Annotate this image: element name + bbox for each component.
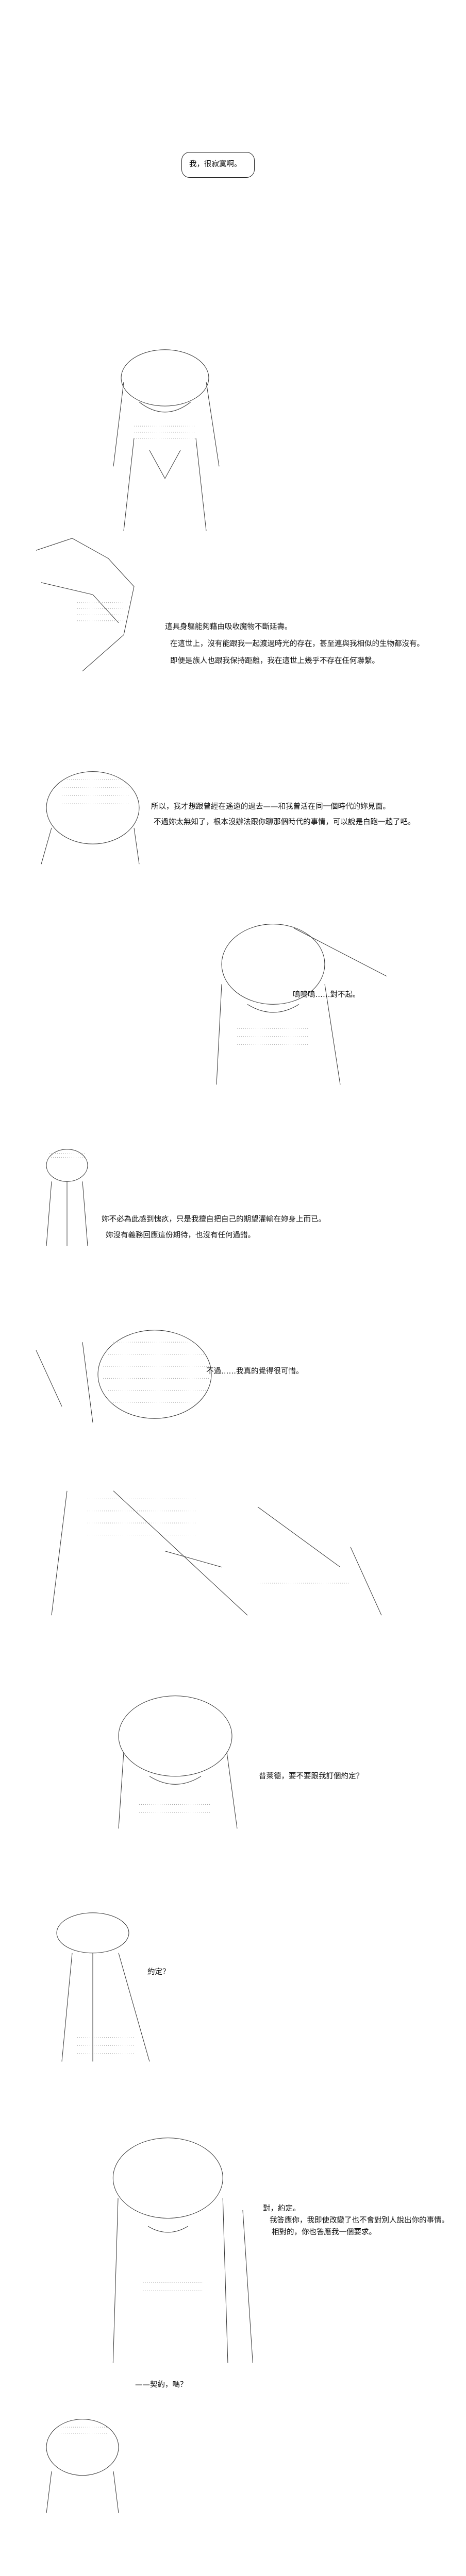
dialogue-line: 我，很寂寞啊。 [189,160,242,168]
narration-line: 在這世上，沒有能跟我一起渡過時光的存在，甚至連與我相似的生物都沒有。 [170,640,424,648]
dialogue-line: 所以，我才想跟曾經在遙遠的過去——和我曾活在同一個時代的妳見面。 [151,803,390,811]
girl-profile-art [31,764,149,868]
narration-line: 即便是族人也跟我保持距離，我在這世上幾乎不存在任何聯繫。 [170,657,379,665]
dialogue-line: 對，約定。 [263,2205,301,2213]
dialogue-line: 不過……我真的覺得很可惜。 [206,1367,304,1376]
large-girl-art [41,1487,392,1619]
girl-figure-art [103,346,232,535]
small-boy-art [31,1145,103,1250]
speech-bubble: 我，很寂寞啊。 [181,152,255,178]
girl-speaking-art [103,2130,258,2371]
narration-line: 這具身軀能夠藉由吸收魔物不斷延壽。 [165,623,292,631]
dialogue-line: 普萊德，要不要跟我訂個約定？ [259,1772,363,1781]
dialogue-line: 我答應你，我即使改變了也不會對別人說出你的事情。 [270,2216,449,2225]
boy-figure-art [31,1909,155,2070]
crying-girl-art [206,916,392,1089]
dialogue-line: 嗚嗚嗚……對不起。 [293,991,360,999]
dialogue-line: 妳不必為此感到愧疚，只是我擅自把自己的期望灌輸在妳身上而已。 [102,1215,326,1224]
hand-figure-art [31,534,155,683]
dialogue-line: ——契約，嗎？ [135,2381,188,2389]
dialogue-line: 妳沒有義務回應這份期待，也沒有任何過錯。 [106,1231,255,1240]
striped-girl-art [31,1326,217,1425]
dialogue-line: 約定？ [147,1968,170,1976]
dialogue-line: 不過妳太無知了，根本沒辦法跟你聊那個時代的事情，可以說是白跑一趟了吧。 [154,818,415,826]
boy-closeup-art [31,2411,134,2513]
dialogue-line: 相對的，你也答應我一個要求。 [272,2228,376,2236]
girl-asking-art [103,1688,258,1833]
